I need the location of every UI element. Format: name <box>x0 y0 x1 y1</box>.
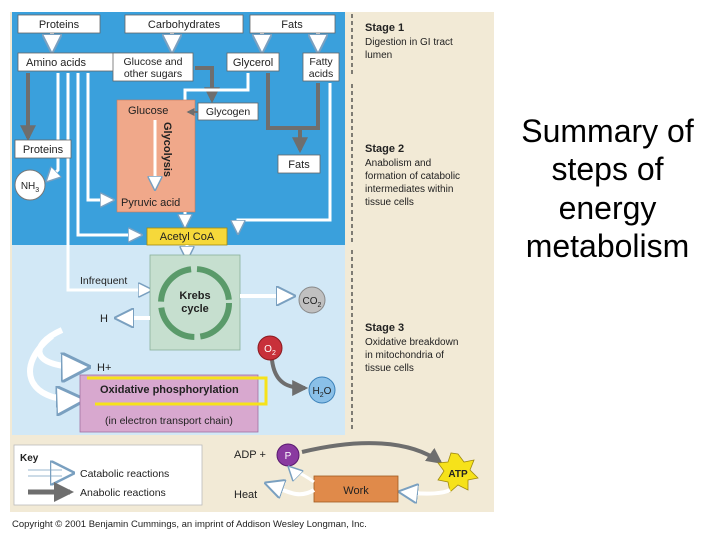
krebs-line2: cycle <box>181 303 209 315</box>
co2-label: CO2 <box>303 296 322 309</box>
amino-acids-box: Amino acids <box>17 52 121 72</box>
fats-box-stage2: Fats <box>277 154 321 174</box>
anabolic-fatty-to-fats <box>300 83 320 130</box>
infrequent-label: Infrequent <box>80 275 127 287</box>
o2-molecule: O2 <box>257 335 283 361</box>
nh3-molecule: NH3 <box>14 169 46 201</box>
fats-label: Fats <box>281 19 303 31</box>
stage2-line3: intermediates within <box>365 184 453 195</box>
co2-molecule: CO2 <box>298 286 326 314</box>
h-plus-label: H+ <box>97 362 111 374</box>
stage2-line1: Anabolism and <box>365 158 431 169</box>
proteins-box-stage2: Proteins <box>14 139 72 159</box>
amino-acids-label: Amino acids <box>26 57 86 69</box>
pyruvic-acid-label: Pyruvic acid <box>121 197 180 209</box>
catabolic-amino-to-pyruvic <box>86 73 112 200</box>
stage1-line2: lumen <box>365 50 392 61</box>
glycolysis-label: Glycolysis <box>161 122 173 177</box>
atp-label: ATP <box>448 469 468 480</box>
carbohydrates-box: Carbohydrates <box>124 14 244 34</box>
fatty-acids-line1: Fatty <box>309 56 333 68</box>
o2-to-h2o <box>270 359 309 396</box>
stage2-title: Stage 2 <box>365 143 404 155</box>
oxphos-label: Oxidative phosphorylation <box>100 384 239 396</box>
stage1-title: Stage 1 <box>365 22 404 34</box>
adp-to-atp-arrow <box>301 441 443 464</box>
stage3-line1: Oxidative breakdown <box>365 337 458 348</box>
key-anabolic-label: Anabolic reactions <box>80 487 166 499</box>
h-to-electron <box>27 333 80 400</box>
stage2-line2: formation of catabolic <box>365 171 460 182</box>
work-to-adp-arrow <box>290 468 315 484</box>
stage3-line3: tissue cells <box>365 363 414 374</box>
glycogen-label: Glycogen <box>206 106 251 118</box>
atp-starburst <box>437 452 479 493</box>
stage2-line4: tissue cells <box>365 197 414 208</box>
carbohydrates-label: Carbohydrates <box>148 19 221 31</box>
stage1-line1: Digestion in GI tract <box>365 37 453 48</box>
stage3-label: Stage 3 Oxidative breakdown in mitochond… <box>365 322 458 374</box>
glycerol-box: Glycerol <box>226 52 280 72</box>
anabolic-glycerol-to-fats <box>266 73 308 154</box>
glycerol-label: Glycerol <box>233 57 273 69</box>
work-box <box>313 475 399 503</box>
stage2-label: Stage 2 Anabolism and formation of catab… <box>365 143 460 208</box>
fatty-acids-box: Fatty acids <box>302 52 340 82</box>
electron-transport-path <box>87 376 268 406</box>
key-catabolic-outline <box>28 469 62 477</box>
atp-to-work-arrow <box>402 490 451 494</box>
stage3-title: Stage 3 <box>365 322 404 334</box>
o2-label: O2 <box>264 344 276 357</box>
h2o-molecule: H2O <box>308 376 336 404</box>
key-title: Key <box>20 453 39 464</box>
h-to-hplus <box>36 327 85 367</box>
work-label: Work <box>343 485 369 497</box>
krebs-cycle-ring <box>158 266 232 340</box>
fatty-acids-line2: acids <box>309 68 334 80</box>
proteins-box-top: Proteins <box>17 14 101 34</box>
catabolic-amino-to-acetyl <box>76 73 140 235</box>
key-catabolic-label: Catabolic reactions <box>80 468 169 480</box>
krebs-box <box>149 254 241 351</box>
phosphate-molecule: P <box>276 443 300 467</box>
nh3-label: NH3 <box>21 181 39 194</box>
catabolic-fatty-to-acetyl <box>238 83 332 232</box>
fats-box-label: Fats <box>288 159 310 171</box>
proteins-box-label: Proteins <box>23 144 64 156</box>
glycogen-box: Glycogen <box>197 102 259 121</box>
catabolic-amino-to-nh3 <box>48 73 58 180</box>
krebs-line1: Krebs <box>179 290 210 302</box>
acetyl-coa-label: Acetyl CoA <box>160 231 215 243</box>
work-to-heat-arrow <box>268 484 316 494</box>
copyright-text: Copyright © 2001 Benjamin Cummings, an i… <box>12 519 367 530</box>
glucose-sugars-line1: Glucose and <box>124 56 183 68</box>
proteins-label: Proteins <box>39 19 80 31</box>
stage1-label: Stage 1 Digestion in GI tract lumen <box>365 22 453 61</box>
slide-title: Summary of steps of energy metabolism <box>521 113 694 265</box>
adp-label: ADP + <box>234 449 266 461</box>
etc-label: (in electron transport chain) <box>105 415 233 427</box>
heat-label: Heat <box>234 489 257 501</box>
glucose-sugars-line2: other sugars <box>124 68 182 80</box>
glucose-sugars-box: Glucose and other sugars <box>112 52 194 82</box>
h2o-label: H2O <box>313 386 332 399</box>
phosphate-label: P <box>285 451 292 462</box>
fats-box-top: Fats <box>249 14 336 34</box>
glucose-label: Glucose <box>128 105 168 117</box>
stage3-line2: in mitochondria of <box>365 350 444 361</box>
h-label: H <box>100 313 108 325</box>
acetyl-coa-box: Acetyl CoA <box>146 227 228 246</box>
